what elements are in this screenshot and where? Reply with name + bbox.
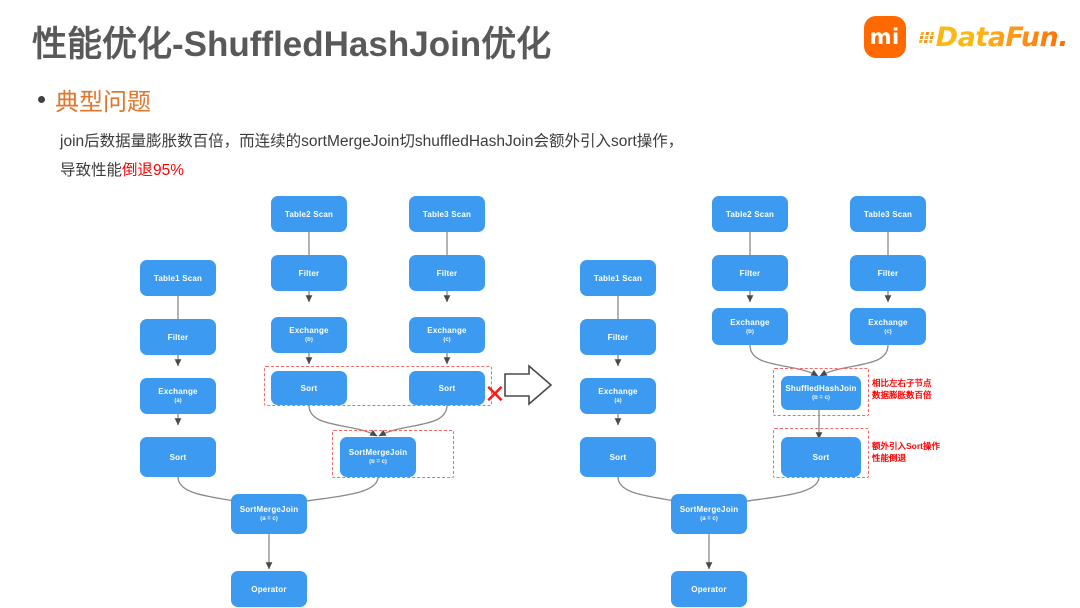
node-sort-b-left[interactable]: Sort bbox=[271, 371, 347, 405]
node-label: Table2 Scan bbox=[725, 209, 775, 219]
node-sublabel: (b) bbox=[305, 337, 313, 343]
annotation-line-1: 额外引入Sort操作 bbox=[872, 441, 941, 451]
node-exchange-a-right[interactable]: Exchange (a) bbox=[580, 378, 656, 414]
node-sortmergejoin-ac-left[interactable]: SortMergeJoin (a = c) bbox=[231, 494, 307, 534]
node-label: Sort bbox=[812, 452, 830, 462]
paragraph-line-1: join后数据量膨胀数百倍，而连续的sortMergeJoin切shuffled… bbox=[60, 133, 684, 150]
node-sortmergejoin-bc-left[interactable]: SortMergeJoin (b = c) bbox=[340, 437, 416, 477]
annotation-line-2: 数据膨胀数百倍 bbox=[872, 390, 932, 400]
node-exchange-b-left[interactable]: Exchange (b) bbox=[271, 317, 347, 353]
node-table1-scan-right[interactable]: Table1 Scan bbox=[580, 260, 656, 296]
annotation-extra-sort: 额外引入Sort操作 性能倒退 bbox=[872, 440, 940, 464]
node-table2-scan-left[interactable]: Table2 Scan bbox=[271, 196, 347, 232]
node-label: Operator bbox=[251, 584, 287, 594]
section-paragraph: join后数据量膨胀数百倍，而连续的sortMergeJoin切shuffled… bbox=[60, 127, 960, 185]
node-filter-c-left[interactable]: Filter bbox=[409, 255, 485, 291]
node-label: Filter bbox=[298, 268, 320, 278]
annotation-line-1: 相比左右子节点 bbox=[872, 378, 932, 388]
node-filter-a-left[interactable]: Filter bbox=[140, 319, 216, 355]
node-sublabel: (c) bbox=[884, 328, 892, 335]
node-label: Exchange bbox=[289, 326, 329, 335]
node-label: Exchange bbox=[158, 387, 198, 396]
node-sort-a-right[interactable]: Sort bbox=[580, 437, 656, 477]
node-sublabel: (a = c) bbox=[700, 516, 718, 522]
section-heading: 典型问题 bbox=[38, 82, 151, 117]
node-label: Sort bbox=[438, 383, 456, 393]
node-label: SortMergeJoin bbox=[679, 505, 739, 514]
node-sublabel: (b = c) bbox=[812, 395, 830, 401]
node-label: SortMergeJoin bbox=[239, 505, 299, 514]
node-exchange-b-right[interactable]: Exchange (b) bbox=[712, 308, 788, 345]
node-label: Table3 Scan bbox=[863, 209, 913, 219]
mi-glyph-text: mi bbox=[869, 24, 900, 49]
node-label: Filter bbox=[167, 332, 189, 342]
node-label: Exchange bbox=[868, 317, 908, 327]
node-exchange-c-left[interactable]: Exchange (c) bbox=[409, 317, 485, 353]
node-filter-b-left[interactable]: Filter bbox=[271, 255, 347, 291]
node-sort-c-right[interactable]: Sort bbox=[781, 437, 861, 477]
node-label: Table1 Scan bbox=[153, 273, 203, 283]
bullet-dot-icon bbox=[38, 96, 45, 103]
node-label: SortMergeJoin bbox=[348, 448, 408, 457]
dashed-highlight-right-shj bbox=[773, 368, 869, 416]
annotation-line-2: 性能倒退 bbox=[872, 453, 907, 463]
node-label: Filter bbox=[436, 268, 458, 278]
page-title: 性能优化-ShuffledHashJoin优化 bbox=[32, 25, 552, 64]
datafun-wordmark: DataFun. bbox=[935, 21, 1069, 53]
node-label: Sort bbox=[609, 452, 627, 462]
paragraph-highlight: 倒退95% bbox=[122, 162, 185, 179]
paragraph-line-2: 导致性能倒退95% bbox=[60, 156, 960, 185]
node-label: Exchange bbox=[427, 326, 467, 335]
node-exchange-c-right[interactable]: Exchange (c) bbox=[850, 308, 926, 345]
node-sublabel: (a = c) bbox=[260, 516, 278, 522]
node-sort-c-left[interactable]: Sort bbox=[409, 371, 485, 405]
node-label: Sort bbox=[300, 383, 318, 393]
node-label: Filter bbox=[607, 332, 629, 342]
node-sublabel: (b) bbox=[746, 328, 754, 335]
xiaomi-logo-icon: mi bbox=[863, 16, 906, 58]
diagram-canvas: ✕ Table1 Scan Filter Exchange (a) Sort T… bbox=[0, 186, 1080, 607]
node-table3-scan-right[interactable]: Table3 Scan bbox=[850, 196, 926, 232]
red-x-marker-icon: ✕ bbox=[484, 380, 506, 410]
node-label: Table2 Scan bbox=[284, 209, 334, 219]
node-operator-left[interactable]: Operator bbox=[231, 571, 307, 607]
node-label: Table3 Scan bbox=[422, 209, 472, 219]
node-label: Operator bbox=[691, 584, 727, 594]
node-label: Exchange bbox=[730, 317, 770, 327]
node-filter-c-right[interactable]: Filter bbox=[850, 255, 926, 291]
paragraph-line-2-prefix: 导致性能 bbox=[60, 162, 123, 179]
node-label: Table1 Scan bbox=[593, 273, 643, 283]
dashed-highlight-right-sort bbox=[773, 428, 869, 478]
dashed-highlight-left-sorts bbox=[264, 366, 492, 406]
node-shuffledhashjoin-bc-right[interactable]: ShuffledHashJoin (b = c) bbox=[781, 376, 861, 410]
node-sortmergejoin-ac-right[interactable]: SortMergeJoin (a = c) bbox=[671, 494, 747, 534]
datafun-dots-icon bbox=[918, 31, 935, 43]
node-label: Filter bbox=[739, 268, 761, 278]
node-filter-a-right[interactable]: Filter bbox=[580, 319, 656, 355]
node-label: Sort bbox=[169, 452, 187, 462]
node-table1-scan-left[interactable]: Table1 Scan bbox=[140, 260, 216, 296]
node-label: Exchange bbox=[598, 387, 638, 396]
annotation-data-expansion: 相比左右子节点 数据膨胀数百倍 bbox=[872, 377, 932, 401]
node-label: ShuffledHashJoin bbox=[785, 384, 857, 393]
node-filter-b-right[interactable]: Filter bbox=[712, 255, 788, 291]
node-table2-scan-right[interactable]: Table2 Scan bbox=[712, 196, 788, 232]
dashed-highlight-left-smj bbox=[332, 430, 454, 478]
node-table3-scan-left[interactable]: Table3 Scan bbox=[409, 196, 485, 232]
node-sublabel: (c) bbox=[443, 337, 451, 343]
section-heading-label: 典型问题 bbox=[55, 89, 151, 116]
node-operator-right[interactable]: Operator bbox=[671, 571, 747, 607]
node-sublabel: (b = c) bbox=[369, 459, 387, 465]
node-exchange-a-left[interactable]: Exchange (a) bbox=[140, 378, 216, 414]
node-sublabel: (a) bbox=[614, 398, 622, 404]
transform-arrow-icon bbox=[504, 364, 553, 406]
node-sort-a-left[interactable]: Sort bbox=[140, 437, 216, 477]
logo-group: mi DataFun. bbox=[863, 16, 1069, 58]
datafun-logo: DataFun. bbox=[918, 21, 1069, 53]
node-sublabel: (a) bbox=[174, 398, 182, 404]
node-label: Filter bbox=[877, 268, 899, 278]
